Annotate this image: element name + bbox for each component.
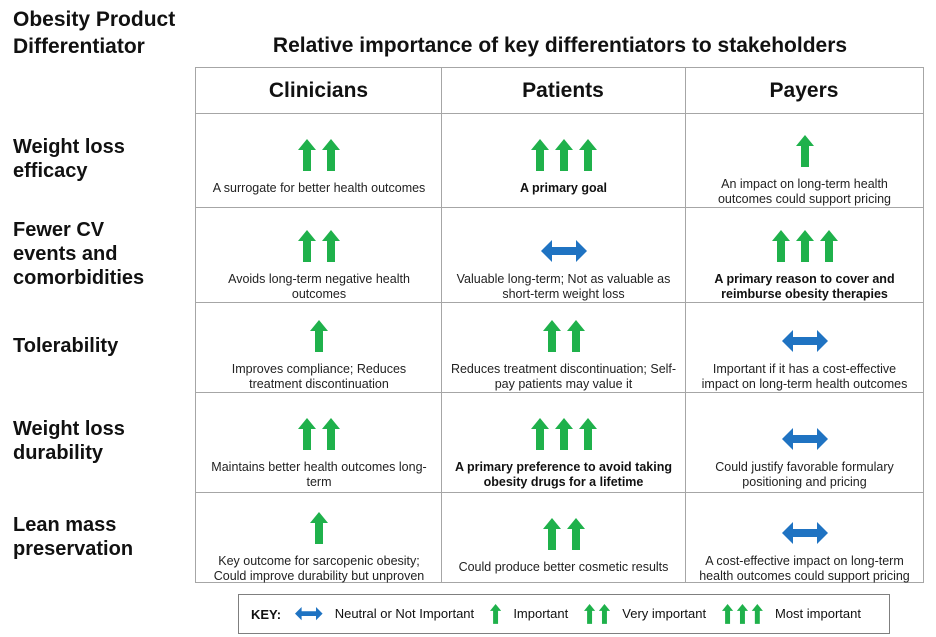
key-item-label: Very important	[622, 606, 707, 622]
matrix-cell: Key outcome for sarcopenic obesity; Coul…	[197, 510, 441, 584]
main-title: Relative importance of key differentiato…	[272, 34, 848, 57]
double-green-up-arrow-icon	[298, 410, 340, 450]
double-green-up-arrow-icon	[298, 225, 340, 262]
row-label: Weight loss durability	[13, 418, 125, 464]
cell-description: A surrogate for better health outcomes	[212, 181, 426, 195]
cell-description: A primary preference to avoid taking obe…	[455, 460, 672, 489]
matrix-cell: Avoids long-term negative health outcome…	[197, 225, 441, 302]
row-label: Fewer CV events and comorbidities	[13, 218, 145, 289]
matrix-cell: Could justify favorable formulary positi…	[686, 410, 923, 492]
key-title: KEY:	[251, 606, 282, 622]
triple-green-up-arrow-icon	[771, 225, 838, 262]
triple-green-up-arrow-icon	[530, 410, 597, 450]
cell-description: An impact on long-term health outcomes c…	[717, 177, 891, 206]
key-item-label: Most important	[775, 606, 861, 622]
row-label: Tolerability	[13, 335, 119, 357]
cell-description: Maintains better health outcomes long-te…	[211, 460, 427, 489]
cell-description: Improves compliance; Reduces treatment d…	[231, 362, 407, 391]
green-up-arrow-icon	[310, 320, 328, 352]
double-green-up-arrow-icon	[298, 131, 340, 171]
key-item: Important	[490, 604, 568, 624]
key-item-label: Neutral or Not Important	[334, 606, 475, 622]
matrix-cell: Valuable long-term; Not as valuable as s…	[442, 225, 685, 302]
key-item: Neutral or Not Important	[295, 606, 474, 621]
matrix-cell: Could produce better cosmetic results	[442, 510, 685, 584]
cell-description: A cost-effective impact on long-term hea…	[699, 554, 910, 583]
cell-description: Valuable long-term; Not as valuable as s…	[456, 272, 671, 301]
matrix-cell: Important if it has a cost-effective imp…	[686, 320, 923, 392]
cell-description: Could produce better cosmetic results	[458, 560, 669, 574]
triple-green-up-arrow-icon	[722, 604, 769, 624]
cell-description: Avoids long-term negative health outcome…	[228, 272, 410, 301]
row-label: Lean mass preservation	[13, 514, 134, 560]
triple-green-up-arrow-icon	[530, 131, 597, 171]
blue-double-headed-arrow-icon	[781, 320, 828, 352]
key-item: Very important	[584, 604, 706, 624]
cell-description: Could justify favorable formulary positi…	[715, 460, 894, 489]
green-up-arrow-icon	[795, 131, 814, 167]
green-up-arrow-icon	[310, 510, 328, 544]
cell-description: A primary reason to cover and reimburse …	[714, 272, 895, 301]
matrix-cell: An impact on long-term health outcomes c…	[686, 131, 923, 207]
corner-title: Obesity Product Differentiator	[13, 8, 176, 58]
blue-double-headed-arrow-icon	[781, 410, 828, 450]
matrix-cell: A primary preference to avoid taking obe…	[442, 410, 685, 492]
cell-description: Important if it has a cost-effective imp…	[701, 362, 908, 391]
double-green-up-arrow-icon	[584, 604, 616, 624]
key-item: Most important	[722, 604, 861, 624]
matrix-cell: A primary goal	[442, 131, 685, 207]
blue-double-headed-arrow-icon	[540, 225, 587, 262]
matrix-cell: Reduces treatment discontinuation; Self-…	[442, 320, 685, 392]
matrix-cell: A primary reason to cover and reimburse …	[686, 225, 923, 302]
double-green-up-arrow-icon	[542, 320, 585, 352]
matrix-cell: A surrogate for better health outcomes	[197, 131, 441, 207]
green-up-arrow-icon	[490, 604, 507, 624]
column-header-clinicians: Clinicians	[268, 78, 369, 102]
row-label: Weight loss efficacy	[13, 136, 125, 182]
column-header-payers: Payers	[769, 78, 839, 102]
importance-grid: Clinicians Patients Payers A surrogate f…	[195, 67, 924, 583]
blue-double-headed-arrow-icon	[295, 607, 329, 621]
cell-description: A primary goal	[519, 181, 608, 195]
cell-description: Reduces treatment discontinuation; Self-…	[450, 362, 677, 391]
column-header-patients: Patients	[522, 78, 604, 102]
matrix-cell: Maintains better health outcomes long-te…	[197, 410, 441, 492]
legend-key: KEY: Neutral or Not Important Important Ve…	[238, 594, 890, 634]
double-green-up-arrow-icon	[542, 510, 585, 550]
cell-description: Key outcome for sarcopenic obesity; Coul…	[213, 554, 425, 583]
matrix-cell: Improves compliance; Reduces treatment d…	[197, 320, 441, 392]
key-item-label: Important	[513, 606, 569, 622]
matrix-cell: A cost-effective impact on long-term hea…	[686, 510, 923, 584]
blue-double-headed-arrow-icon	[781, 510, 828, 544]
